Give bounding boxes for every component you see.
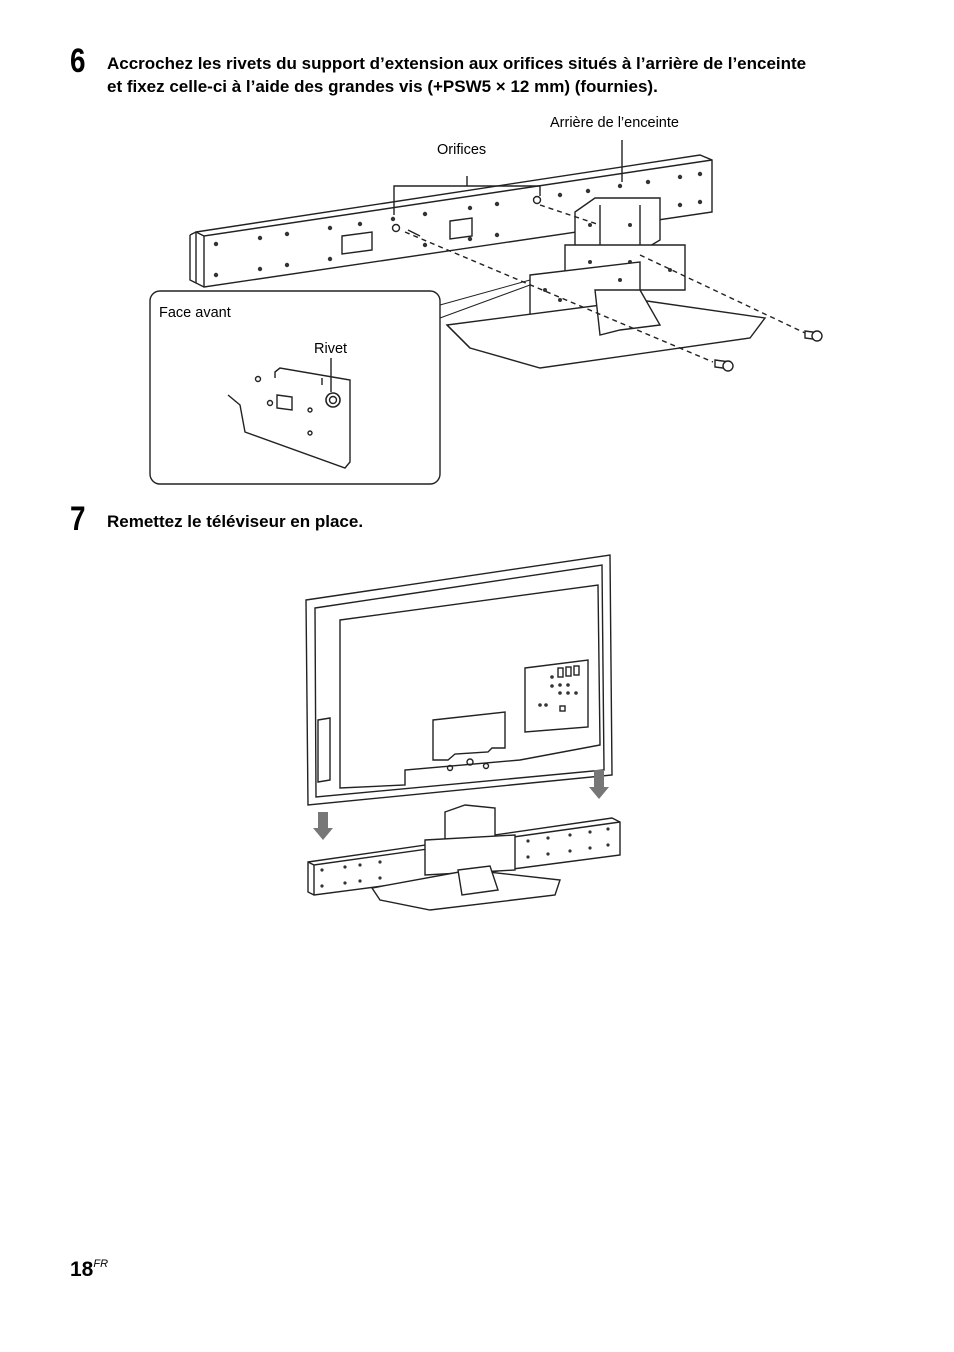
step-6-text-line2: et fixez celle-ci à l’aide des grandes v… xyxy=(107,77,658,96)
tv-back-panel xyxy=(305,554,613,806)
step-7-number: 7 xyxy=(70,500,86,538)
step-6-illustration xyxy=(149,140,823,485)
label-holes: Orifices xyxy=(437,142,487,158)
label-rivet: Rivet xyxy=(314,341,348,357)
page-number-value: 18 xyxy=(70,1258,94,1281)
page-language-code: FR xyxy=(93,1258,109,1270)
step-6-text-line1: Accrochez les rivets du support d’extens… xyxy=(107,54,807,73)
label-front-face: Face avant xyxy=(159,305,231,321)
arrow-down-right xyxy=(589,770,609,799)
hole-right xyxy=(532,195,542,205)
hole-left xyxy=(391,223,401,233)
label-rear-of-speaker: Arrière de l’enceinte xyxy=(550,115,679,131)
arrow-down-left xyxy=(313,812,333,840)
page-number: 18FR xyxy=(70,1258,108,1282)
step-7-text: Remettez le téléviseur en place. xyxy=(107,512,364,531)
step-6-number: 6 xyxy=(70,42,86,80)
tv-connector-panel xyxy=(524,659,589,733)
